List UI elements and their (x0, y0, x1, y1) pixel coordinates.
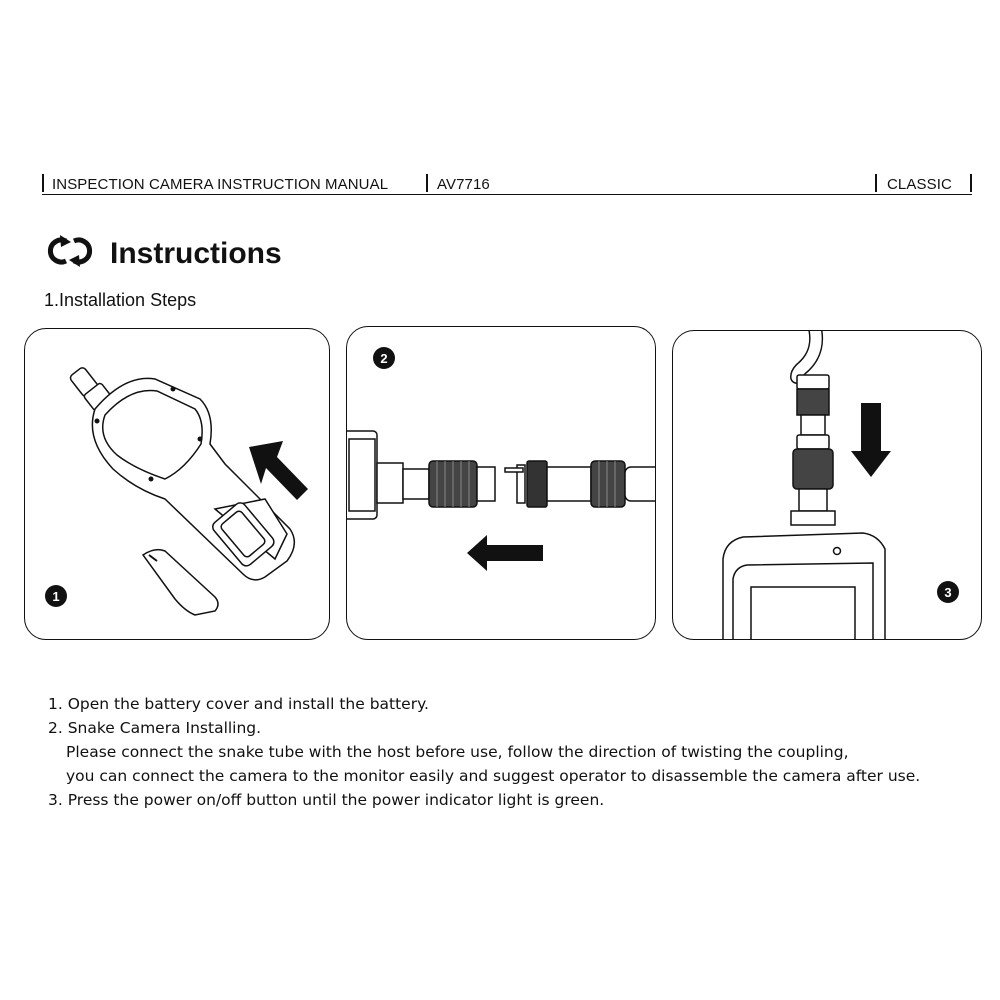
page-title: Instructions (110, 236, 282, 270)
figure-panel-2: 2 (346, 326, 656, 640)
section-heading: 1.Installation Steps (44, 290, 197, 310)
figure-number-badge: 2 (373, 347, 395, 369)
step-item: 2. Snake Camera Installing. (48, 719, 262, 737)
page-title-row: Instructions (44, 232, 282, 275)
edition-label: CLASSIC (887, 176, 952, 193)
figure-panel-3: 3 (672, 330, 982, 640)
figure-number-badge: 1 (45, 585, 67, 607)
model-number: AV7716 (437, 176, 490, 193)
camera-to-monitor-illustration (722, 331, 891, 639)
step-item: 3. Press the power on/off button until t… (48, 791, 605, 809)
header-divider (875, 174, 877, 192)
camera-battery-illustration (69, 367, 308, 616)
step-item: 1. Open the battery cover and install th… (48, 695, 429, 713)
manual-title: INSPECTION CAMERA INSTRUCTION MANUAL (52, 176, 389, 193)
header-divider (426, 174, 428, 192)
rotate-arrows-icon (44, 232, 96, 275)
snake-tube-coupling-illustration (347, 430, 655, 571)
header-divider (970, 174, 972, 192)
manual-header: INSPECTION CAMERA INSTRUCTION MANUAL AV7… (42, 172, 972, 195)
header-divider (42, 174, 44, 192)
step-detail: you can connect the camera to the monito… (66, 767, 921, 785)
figure-number-badge: 3 (937, 581, 959, 603)
figure-panel-1: 1 (24, 328, 330, 640)
instruction-steps: 1. Open the battery cover and install th… (48, 692, 920, 812)
step-detail: Please connect the snake tube with the h… (66, 743, 849, 761)
